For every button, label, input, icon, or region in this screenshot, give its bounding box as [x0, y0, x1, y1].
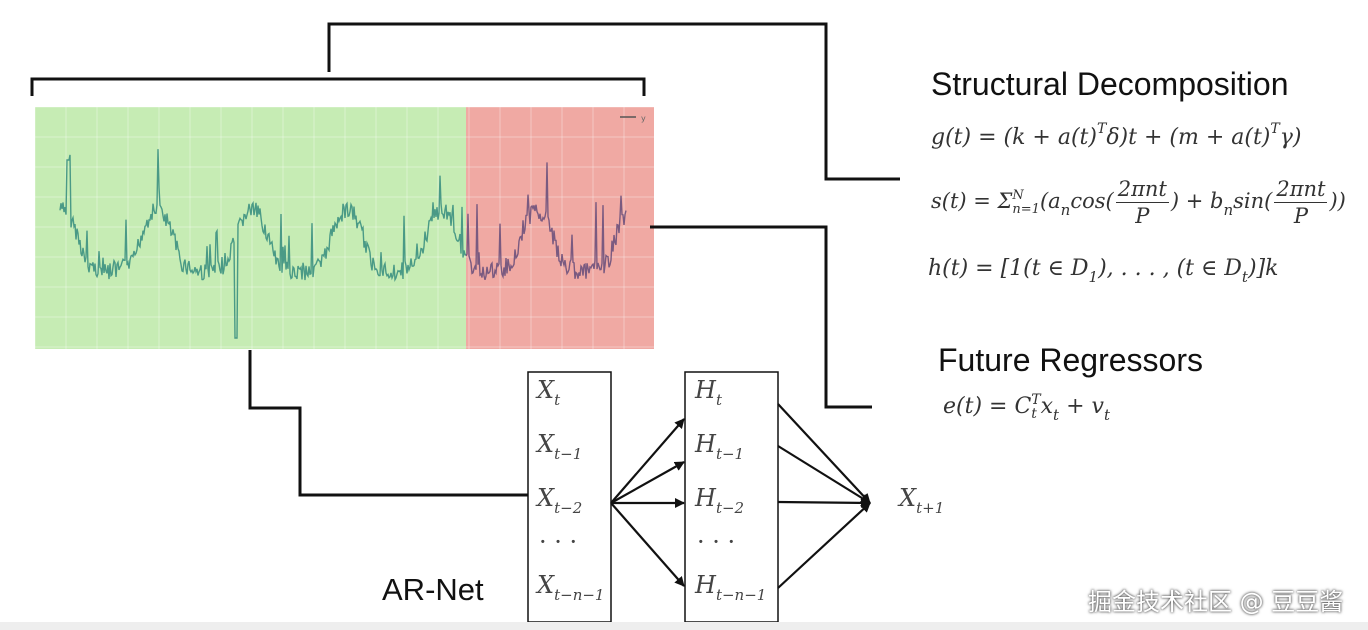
input-node: Xt−1: [537, 430, 583, 463]
training-series-line: [59, 149, 467, 339]
connector-ar-net: [248, 350, 528, 497]
hidden-node: Ht−2: [695, 484, 745, 517]
test-series-line: [465, 162, 627, 280]
edge-input-to-hidden-1: [610, 418, 685, 504]
edge-hidden-to-output-3: [777, 497, 871, 508]
hidden-node: Ht−1: [695, 430, 745, 463]
hidden-node: Ht−n−1: [695, 571, 767, 604]
connector-structural: [327, 22, 900, 181]
input-node: Xt: [537, 376, 561, 409]
input-node: Xt−2: [537, 484, 583, 517]
input-node: Xt−n−1: [537, 571, 605, 604]
holiday-equation: h(t) = [1(t ∈ D1), . . . , (t ∈ Dt)]k: [928, 256, 1279, 286]
training-region: [35, 107, 466, 349]
hidden-node: Ht: [695, 376, 722, 409]
structural-decomposition-title: Structural Decomposition: [931, 66, 1289, 102]
future-regressors-title: Future Regressors: [938, 342, 1203, 378]
trend-equation: g(t) = (k + a(t)Tδ)t + (m + a(t)Tγ): [931, 121, 1302, 150]
edge-hidden-to-output-4: [777, 502, 871, 589]
bottom-bar: [0, 622, 1368, 630]
input-ellipsis: · · ·: [539, 528, 578, 556]
hidden-ellipsis: · · ·: [697, 528, 736, 556]
edge-hidden-to-output-1: [777, 403, 871, 504]
hidden-layer-box: [684, 371, 779, 623]
watermark: 掘金技术社区 @ 豆豆酱: [1088, 588, 1344, 616]
edge-input-to-hidden-2: [610, 461, 685, 504]
input-layer-box: [527, 371, 612, 623]
edge-hidden-to-output-2: [777, 445, 871, 504]
output-node: Xt+1: [899, 484, 945, 517]
test-region: [466, 107, 654, 349]
chart-grid: [34, 106, 654, 349]
edge-input-to-hidden-4: [610, 502, 685, 587]
series-bracket: [30, 77, 646, 96]
connector-future: [650, 225, 872, 409]
ar-net-label: AR-Net: [382, 572, 484, 607]
legend-label: y: [641, 114, 646, 123]
